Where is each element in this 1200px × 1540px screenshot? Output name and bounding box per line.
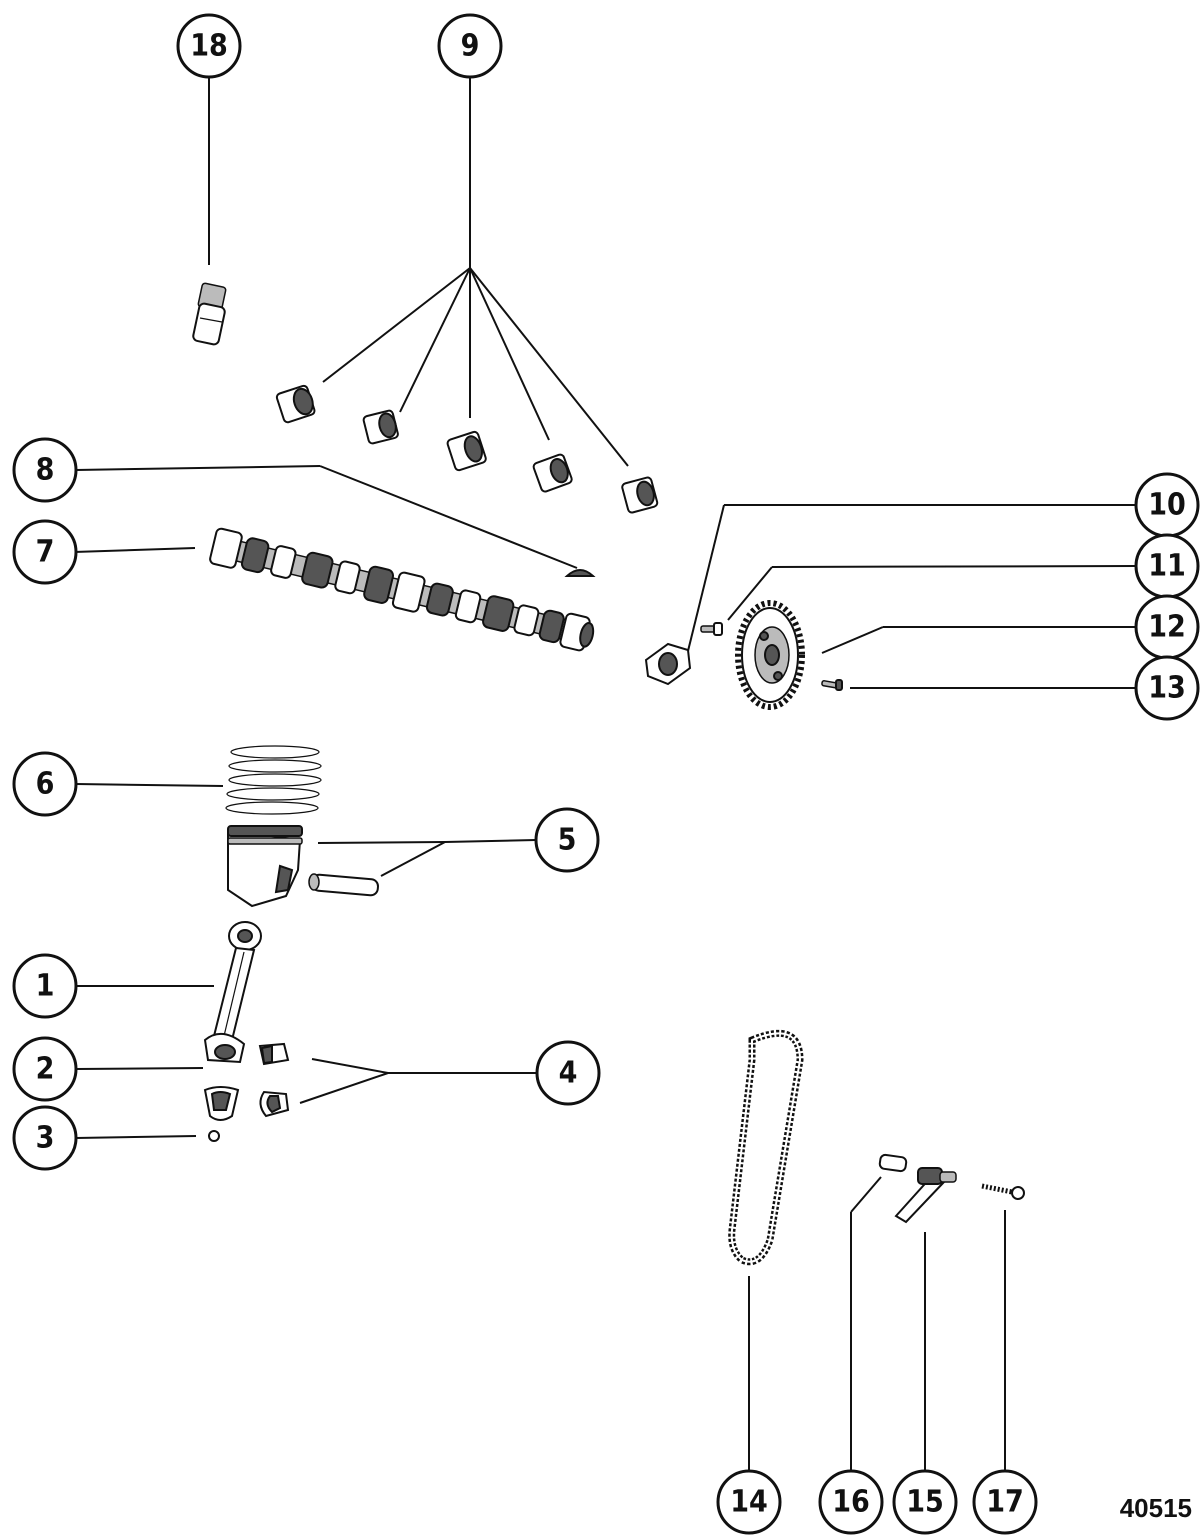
woodruff-key-part bbox=[564, 569, 596, 577]
callout-13-label: 13 bbox=[1148, 671, 1186, 706]
screw-part bbox=[700, 622, 723, 636]
tensioner-bolt-part bbox=[981, 1183, 1025, 1200]
callout-16: 16 bbox=[818, 1469, 884, 1535]
callout-2-label: 2 bbox=[36, 1052, 55, 1087]
callout-16-label: 16 bbox=[832, 1485, 870, 1520]
callout-1-label: 1 bbox=[36, 969, 55, 1004]
figure-number: 40515 bbox=[1119, 1493, 1192, 1523]
callout-10: 10 bbox=[1134, 472, 1200, 538]
callout-2: 2 bbox=[12, 1036, 78, 1102]
callout-3-label: 3 bbox=[36, 1121, 55, 1156]
cam-bearings-part bbox=[275, 384, 659, 514]
callout-11-label: 11 bbox=[1148, 549, 1186, 584]
callout-9-label: 9 bbox=[461, 29, 480, 64]
piston-rings-part bbox=[225, 745, 322, 815]
callout-13: 13 bbox=[1134, 655, 1200, 721]
connecting-rod-part bbox=[203, 921, 262, 1064]
callout-15: 15 bbox=[892, 1469, 958, 1535]
callout-17-label: 17 bbox=[986, 1485, 1024, 1520]
callout-5: 5 bbox=[534, 807, 600, 873]
leader-lines bbox=[73, 77, 1137, 1470]
callout-18: 18 bbox=[176, 13, 242, 79]
callout-7: 7 bbox=[12, 519, 78, 585]
rod-bearings-part bbox=[258, 1042, 290, 1118]
thrust-plate-part bbox=[644, 642, 692, 686]
callout-4-label: 4 bbox=[559, 1056, 578, 1091]
camshaft-part bbox=[209, 527, 595, 652]
bolt-part bbox=[821, 679, 843, 691]
callout-6: 6 bbox=[12, 751, 78, 817]
callout-14: 14 bbox=[716, 1469, 782, 1535]
callout-15-label: 15 bbox=[906, 1485, 944, 1520]
timing-chain-part bbox=[728, 1029, 804, 1266]
callout-7-label: 7 bbox=[36, 535, 55, 570]
callout-17: 17 bbox=[972, 1469, 1038, 1535]
callout-11: 11 bbox=[1134, 533, 1200, 599]
piston-part bbox=[227, 825, 303, 908]
tensioner-arm-part bbox=[894, 1167, 957, 1224]
piston-pin-part bbox=[308, 873, 379, 897]
callout-18-label: 18 bbox=[190, 29, 228, 64]
callout-4: 4 bbox=[535, 1040, 601, 1106]
callout-9: 9 bbox=[437, 13, 503, 79]
spacer-part bbox=[878, 1153, 908, 1173]
callout-6-label: 6 bbox=[36, 767, 55, 802]
callout-8: 8 bbox=[12, 437, 78, 503]
rod-cap-part bbox=[203, 1086, 240, 1121]
callout-5-label: 5 bbox=[558, 823, 577, 858]
callout-14-label: 14 bbox=[730, 1485, 768, 1520]
callout-10-label: 10 bbox=[1148, 488, 1186, 523]
callout-12-label: 12 bbox=[1148, 610, 1186, 645]
callout-8-label: 8 bbox=[36, 453, 55, 488]
valve-lifter-part bbox=[192, 282, 227, 346]
callout-1: 1 bbox=[12, 953, 78, 1019]
callout-12: 12 bbox=[1134, 594, 1200, 660]
rod-nut-part bbox=[208, 1130, 220, 1142]
camshaft-sprocket-part bbox=[735, 600, 805, 710]
callout-3: 3 bbox=[12, 1105, 78, 1171]
